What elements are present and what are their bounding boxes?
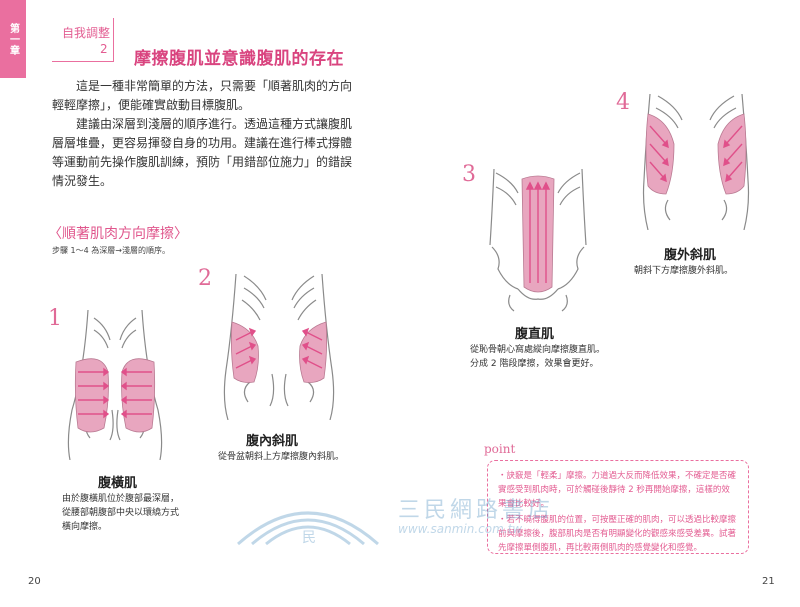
step-2-description: 從骨盆朝斜上方摩擦腹內斜肌。 [218, 452, 345, 462]
internal-oblique-illustration [223, 273, 335, 420]
description-line: 分成 2 階段摩擦，效果會更好。 [470, 359, 599, 369]
description-line: 橫向摩擦。 [62, 522, 108, 532]
step-1-title: 腹橫肌 [98, 476, 138, 491]
step-4-description: 朝斜下方摩擦腹外斜肌。 [634, 266, 734, 276]
description-line: 由於腹橫肌位於腹部最深層， [62, 494, 180, 504]
step-number-1: 1 [48, 306, 62, 331]
section-label-frame [52, 18, 114, 62]
step-1-description: 由於腹橫肌位於腹部最深層， 從腰部朝腹部中央以環繞方式 橫向摩擦。 [62, 492, 179, 534]
point-label: point [484, 442, 516, 456]
subsection-title: 〈順著肌肉方向摩擦〉 [48, 226, 188, 242]
point-item: ・若不曉得腹肌的位置，可按壓正確的肌肉，可以透過比較摩擦前與摩擦後，腹部肌肉是否… [498, 515, 737, 553]
point-box: ・訣竅是「輕柔」摩擦。力道過大反而降低效果，不確定是否確實感受到肌肉時，可於觸碰… [487, 460, 749, 554]
step-number-2: 2 [198, 266, 212, 291]
left-page: 第一章 自我調整 2 摩擦腹肌並意識腹肌的存在 這是一種非常簡單的方法，只需要「… [0, 0, 352, 587]
rectus-abdominis-illustration [489, 168, 587, 312]
step-number-3: 3 [462, 162, 476, 187]
right-page: 3 腹直肌 從恥骨朝心窩處縱向摩擦腹直肌。 分成 2 階段摩擦，效果會更好。 [400, 0, 800, 607]
page-number-right: 21 [762, 576, 775, 587]
watermark-text: 三民網路書店 [398, 498, 555, 523]
step-3-title: 腹直肌 [515, 327, 555, 342]
watermark-mark-char: 民 [302, 530, 316, 546]
section-label-number: 2 [100, 42, 108, 56]
step-3-description: 從恥骨朝心窩處縱向摩擦腹直肌。 分成 2 階段摩擦，效果會更好。 [470, 343, 605, 371]
chapter-tab[interactable]: 第一章 [0, 0, 26, 78]
step-2-title: 腹內斜肌 [246, 434, 299, 449]
intro-text: 這是一種非常簡單的方法，只需要「順著肌肉的方向輕輕摩擦」，便能確實啟動目標腹肌。… [52, 77, 352, 191]
description-line: 從腰部朝腹部中央以環繞方式 [62, 508, 180, 518]
page-title: 摩擦腹肌並意識腹肌的存在 [134, 49, 344, 69]
step-4-title: 腹外斜肌 [664, 248, 717, 263]
transversus-abdominis-illustration [67, 309, 163, 460]
step-number-4: 4 [616, 90, 630, 115]
intro-paragraph: 這是一種非常簡單的方法，只需要「順著肌肉的方向輕輕摩擦」，便能確實啟動目標腹肌。 [52, 79, 353, 112]
watermark-logo-icon: 民 [237, 511, 379, 546]
step-order-note: 步驟 1～4 為深層→淺層的順序。 [52, 246, 170, 255]
external-oblique-illustration [642, 93, 750, 230]
watermark: 民 三民網路書店 www.sanmin.com.tw [228, 492, 568, 548]
description-line: 從恥骨朝心窩處縱向摩擦腹直肌。 [470, 345, 606, 355]
watermark-url: www.sanmin.com.tw [398, 522, 523, 536]
intro-paragraph: 建議由深層到淺層的順序進行。透過這種方式讓腹肌層層堆疊，更容易揮發自身的功用。建… [52, 117, 353, 188]
section-label-title: 自我調整 [62, 26, 111, 40]
point-item: ・訣竅是「輕柔」摩擦。力道過大反而降低效果，不確定是否確實感受到肌肉時，可於觸碰… [498, 471, 737, 509]
page-number-left: 20 [28, 576, 41, 587]
